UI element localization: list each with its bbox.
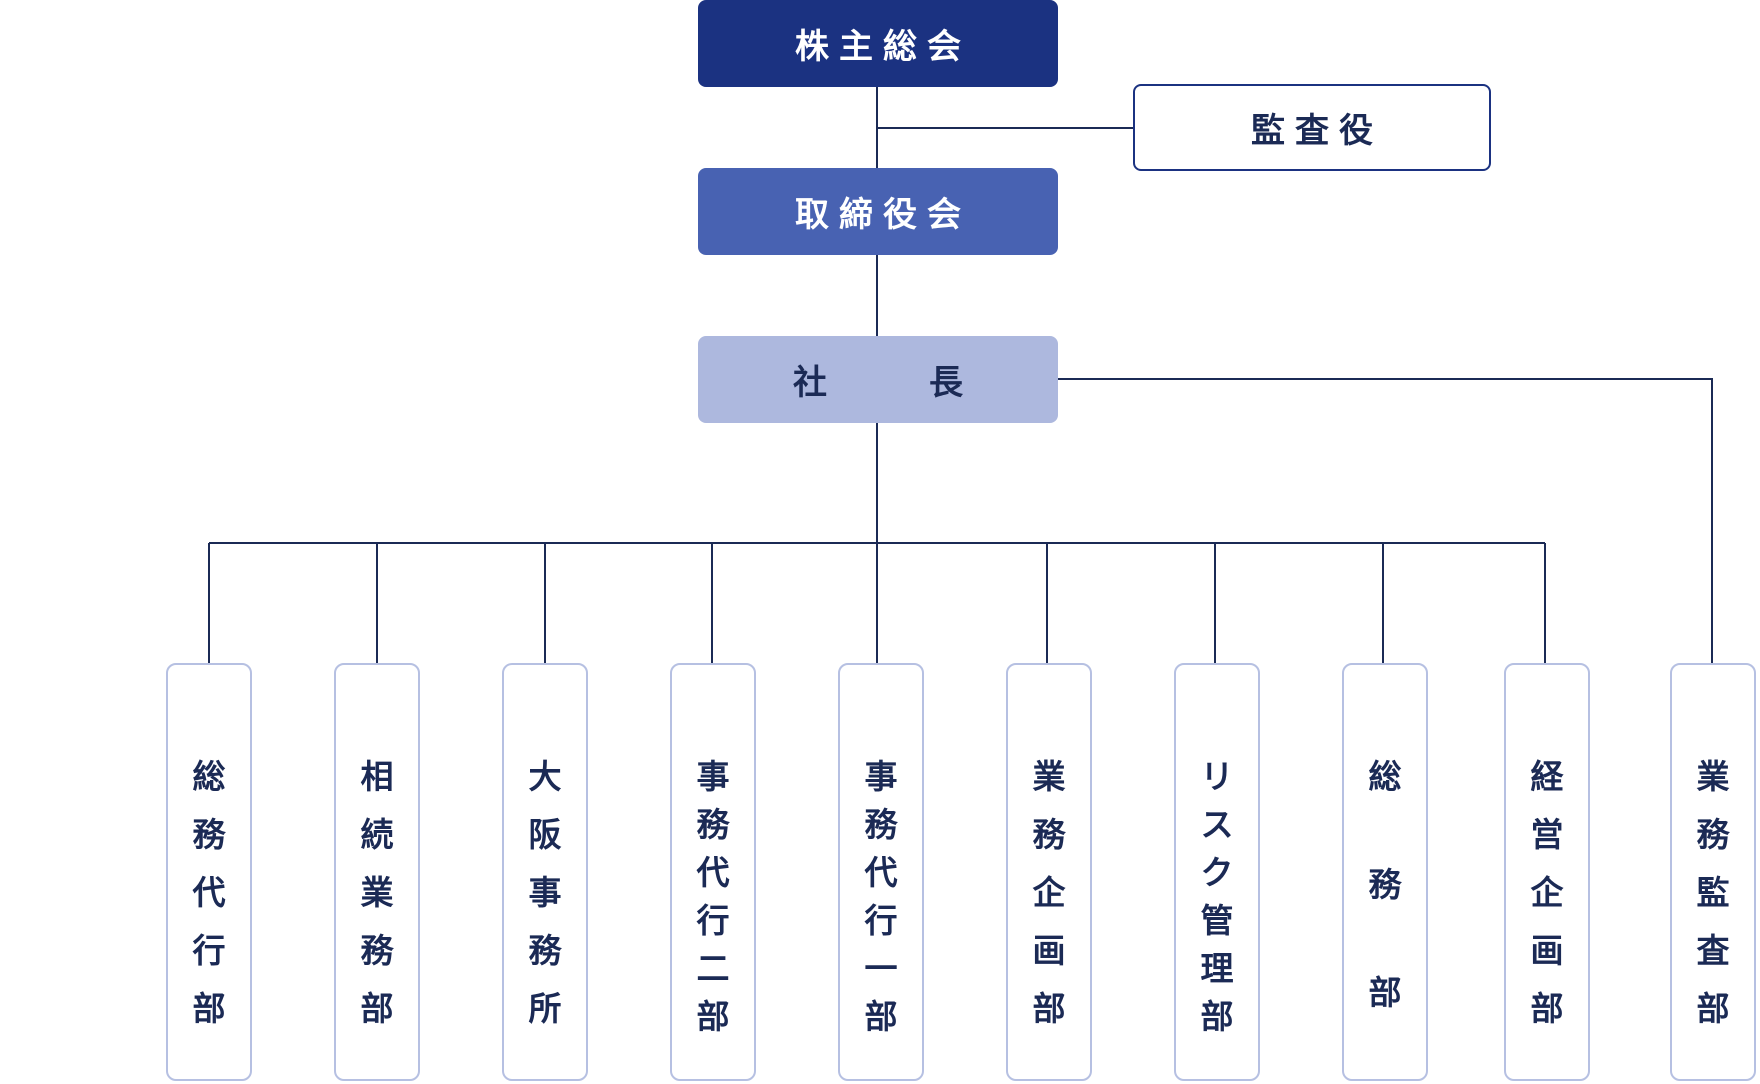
dept-box: 総 務 代 行 部: [166, 663, 252, 1081]
dept-box: 業 務 監 査 部: [1670, 663, 1756, 1081]
shareholders-meeting-box: 株主総会: [698, 0, 1058, 87]
dept-label: リ ス ク 管 理 部: [1176, 750, 1258, 1038]
dept-char: 経: [1530, 757, 1564, 796]
dept-char: 務: [864, 805, 898, 844]
dept-label: 総 務 部: [1344, 750, 1426, 1014]
dept-char: 行: [696, 901, 730, 940]
dept-char: 部: [1200, 997, 1234, 1036]
dept-char: 務: [528, 931, 562, 970]
dept-char: 大: [528, 757, 562, 796]
dept-char: 続: [360, 815, 394, 854]
line-president-audit-dept: [1057, 378, 1713, 663]
dept-char: 総: [1368, 757, 1402, 796]
dept-box: 業 務 企 画 部: [1006, 663, 1092, 1081]
dept-char: 部: [1530, 989, 1564, 1028]
dept-char: 務: [696, 805, 730, 844]
dept-char: 営: [1530, 815, 1564, 854]
dept-char: 理: [1200, 949, 1234, 988]
dept-char: 行: [192, 931, 226, 970]
dept-char: 一: [864, 949, 898, 988]
dept-box: リ ス ク 管 理 部: [1174, 663, 1260, 1081]
dept-label: 相 続 業 務 部: [336, 750, 418, 1030]
dept-char: 部: [1032, 989, 1066, 1028]
board-of-directors-box: 取締役会: [698, 168, 1058, 255]
dept-label: 事 務 代 行 一 部: [840, 750, 922, 1038]
board-of-directors-label: 取締役会: [795, 195, 971, 235]
dept-char: 部: [864, 997, 898, 1036]
dept-label: 業 務 企 画 部: [1008, 750, 1090, 1030]
dept-char: 部: [1696, 989, 1730, 1028]
shareholders-meeting-label: 株主総会: [795, 27, 971, 67]
dept-char: 画: [1032, 931, 1066, 970]
president-label-2: 長: [929, 363, 963, 403]
dept-char: 代: [696, 853, 730, 892]
dept-char: 事: [696, 757, 730, 796]
dept-char: 査: [1696, 931, 1730, 970]
dept-char: 二: [696, 949, 730, 988]
dept-char: 監: [1696, 873, 1730, 912]
dept-char: 阪: [528, 815, 562, 854]
dept-label: 大 阪 事 務 所: [504, 750, 586, 1030]
dept-char: 企: [1530, 873, 1564, 912]
dept-char: 部: [696, 997, 730, 1036]
dept-char: 業: [1696, 757, 1730, 796]
dept-label: 経 営 企 画 部: [1506, 750, 1588, 1030]
dept-char: 務: [192, 815, 226, 854]
dept-char: 総: [192, 757, 226, 796]
dept-char: 務: [360, 931, 394, 970]
dept-char: 行: [864, 901, 898, 940]
dept-box: 事 務 代 行 二 部: [670, 663, 756, 1081]
dept-char: 事: [864, 757, 898, 796]
dept-char: ス: [1200, 805, 1234, 844]
dept-char: 事: [528, 873, 562, 912]
dept-char: 代: [192, 873, 226, 912]
auditor-label: 監査役: [1251, 111, 1383, 151]
auditor-box: 監査役: [1133, 84, 1491, 171]
dept-label: 総 務 代 行 部: [168, 750, 250, 1030]
dept-char: 代: [864, 853, 898, 892]
dept-box: 事 務 代 行 一 部: [838, 663, 924, 1081]
dept-label: 事 務 代 行 二 部: [672, 750, 754, 1038]
dept-box: 経 営 企 画 部: [1504, 663, 1590, 1081]
dept-box: 大 阪 事 務 所: [502, 663, 588, 1081]
dept-char: 企: [1032, 873, 1066, 912]
dept-char: リ: [1200, 757, 1234, 796]
dept-char: 所: [528, 989, 562, 1028]
dept-char: 画: [1530, 931, 1564, 970]
dept-box: 総 務 部: [1342, 663, 1428, 1081]
dept-char: 務: [1368, 865, 1402, 904]
dept-char: 務: [1696, 815, 1730, 854]
dept-label: 業 務 監 査 部: [1672, 750, 1754, 1030]
dept-char: 相: [360, 757, 394, 796]
dept-char: ク: [1200, 853, 1234, 892]
dept-char: 管: [1200, 901, 1234, 940]
president-box: 社 長: [698, 336, 1058, 423]
dept-char: 部: [192, 989, 226, 1028]
dept-char: 業: [1032, 757, 1066, 796]
dept-box: 相 続 業 務 部: [334, 663, 420, 1081]
dept-char: 務: [1032, 815, 1066, 854]
president-label-1: 社: [793, 363, 827, 403]
dept-char: 業: [360, 873, 394, 912]
dept-char: 部: [1368, 973, 1402, 1012]
dept-char: 部: [360, 989, 394, 1028]
